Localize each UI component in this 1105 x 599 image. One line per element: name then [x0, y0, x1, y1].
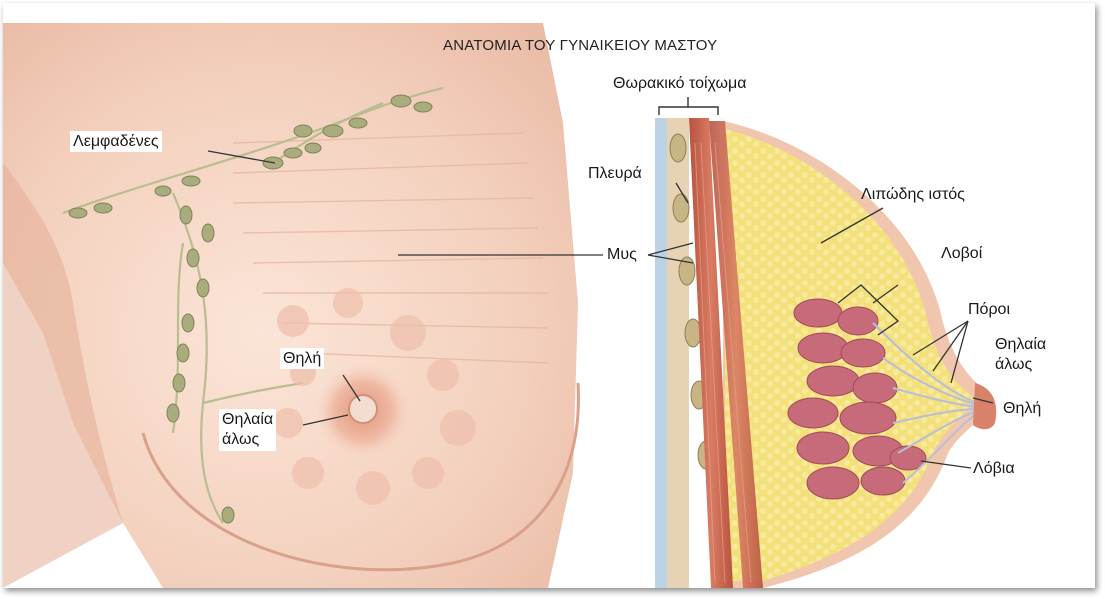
label-chest-wall: Θωρακικό τοίχωμα [613, 74, 746, 93]
label-fatty-tissue: Λιπώδης ιστός [861, 185, 965, 204]
label-muscle: Μυς [607, 245, 637, 264]
label-areola-front: Θηλαία άλως [219, 409, 276, 451]
label-lobules: Λόβια [973, 459, 1015, 478]
label-areola-section-line1: Θηλαία [995, 335, 1046, 355]
cross-section-view [648, 97, 996, 588]
label-lobes: Λοβοί [941, 244, 982, 263]
front-nipple [349, 395, 377, 423]
label-areola-section-line2: άλως [995, 355, 1046, 375]
label-nipple-front: Θηλή [280, 348, 324, 369]
label-areola-section: Θηλαία άλως [995, 335, 1046, 375]
label-lymph-nodes: Λεμφαδένες [70, 131, 162, 152]
label-areola-front-line1: Θηλαία [222, 410, 273, 430]
page-title: ΑΝΑΤΟΜΙΑ ΤΟΥ ΓΥΝΑΙΚΕΙΟΥ ΜΑΣΤΟΥ [443, 36, 717, 55]
breast-anatomy-illustration [3, 3, 1095, 588]
diagram-frame: ΑΝΑΤΟΜΙΑ ΤΟΥ ΓΥΝΑΙΚΕΙΟΥ ΜΑΣΤΟΥ Λεμφαδένε… [3, 3, 1095, 588]
label-nipple-section: Θηλή [1003, 399, 1041, 418]
rib-column [667, 118, 689, 588]
chest-wall-blue [655, 118, 667, 588]
front-view [3, 23, 603, 588]
label-areola-front-line2: άλως [222, 430, 273, 450]
label-rib: Πλευρά [585, 163, 645, 184]
label-ducts: Πόροι [968, 300, 1010, 319]
